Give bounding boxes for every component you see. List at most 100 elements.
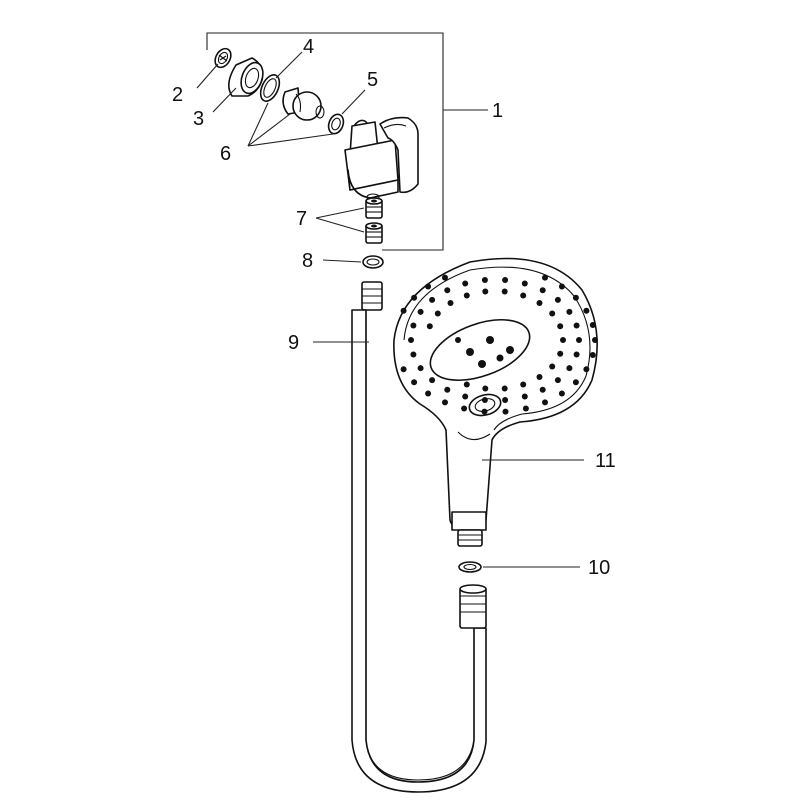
nozzle-dot [426,323,433,330]
nozzle-dot [429,296,436,303]
leader-6c [247,133,334,147]
nozzle-dot [558,390,565,397]
nozzle-dot [521,393,528,400]
nozzle-dot [447,300,454,306]
leader-6a [247,102,269,147]
callout-8: 8 [302,250,313,272]
nozzle-dot [520,292,527,299]
nozzle-dot [583,366,590,373]
callout-5: 5 [367,69,378,91]
nozzle-dot [417,365,424,372]
part-wall-holder [344,116,419,201]
nozzle-dot [481,397,488,403]
nozzle-dot [522,405,529,412]
leader-4 [275,51,303,79]
nozzle-dot [411,379,418,386]
nozzle-dot [558,283,565,290]
nozzle-dot [560,337,566,343]
nozzle-dot [410,351,417,358]
part-8-seal-ring [362,255,384,269]
nozzle-dot [481,408,488,415]
nozzle-dot [461,405,468,412]
callout-2: 2 [172,84,183,106]
nozzle-dot [502,397,509,403]
nozzle-dot [557,350,564,357]
part-9-shower-hose [351,281,487,793]
nozzle-dot [502,408,509,415]
nozzle-dot [589,352,596,358]
part-4-o-ring [259,74,281,102]
nozzle-dot [501,385,508,392]
nozzle-dot [463,292,470,299]
nozzle-dot [444,386,451,393]
nozzle-dot [521,280,528,287]
nozzle-dot [583,307,590,314]
nozzle-dot [400,366,407,373]
part-5-washer [327,113,345,135]
callout-10: 10 [588,557,610,579]
leader-5 [341,89,366,115]
nozzle-dot [576,337,582,343]
nozzle-dot [554,377,561,384]
leader-8 [322,259,362,263]
nozzle-dot [482,288,489,295]
nozzle-dot [566,365,573,372]
nozzle-dot [549,363,556,370]
part-7-adapter-lower [365,222,383,244]
leader-2 [196,63,219,89]
callout-7: 7 [296,208,307,230]
nozzle-dot [557,323,564,330]
assembly-1-bracket [206,32,444,251]
callout-4: 4 [303,36,314,58]
nozzle-dot [482,385,489,392]
nozzle-dot [542,399,548,406]
part-2-filter-screen [214,47,232,69]
nozzle-dot [481,277,488,283]
nozzle-dot [501,288,508,295]
nozzle-dot [542,274,548,281]
part-11-hand-shower [393,257,598,547]
nozzle-dot [589,322,596,328]
nozzle-dot [442,274,448,281]
nozzle-dot [408,337,414,343]
nozzle-dot [425,390,432,397]
nozzle-dot [566,308,573,315]
callout-1: 1 [492,100,503,122]
callout-11: 11 [595,450,616,472]
leader-7a [315,207,365,219]
nozzle-pattern [400,274,598,415]
nozzle-dot [572,379,579,386]
nozzle-dot [539,287,546,294]
nozzle-dot [539,386,546,393]
nozzle-dot [400,307,407,314]
nozzle-dot [572,294,579,301]
nozzle-dot [536,300,543,306]
leader-3 [212,87,237,113]
part-7-adapter-upper [365,197,383,219]
part-ball-joint [282,87,325,121]
callout-9: 9 [288,332,299,354]
nozzle-dot [554,296,561,303]
nozzle-dot [536,374,543,380]
callout-3: 3 [193,108,204,130]
nozzle-dot [573,351,580,358]
nozzle-dot [502,277,509,283]
part-3-connector-nut [228,57,264,97]
nozzle-dot [434,310,441,317]
nozzle-dot [410,322,417,329]
part-10-filter-washer [458,561,482,573]
nozzle-dot [573,322,580,329]
nozzle-dot [411,294,418,301]
leader-6b [247,113,291,147]
nozzle-dot [417,308,424,315]
nozzle-dot [462,393,469,400]
nozzle-dot [425,283,432,290]
leader-7b [315,217,365,233]
callout-6: 6 [220,143,231,165]
nozzle-dot [462,280,469,287]
nozzle-dot [463,381,470,388]
nozzle-dot [549,310,556,317]
nozzle-dot [592,337,598,343]
nozzle-dot [442,399,448,406]
